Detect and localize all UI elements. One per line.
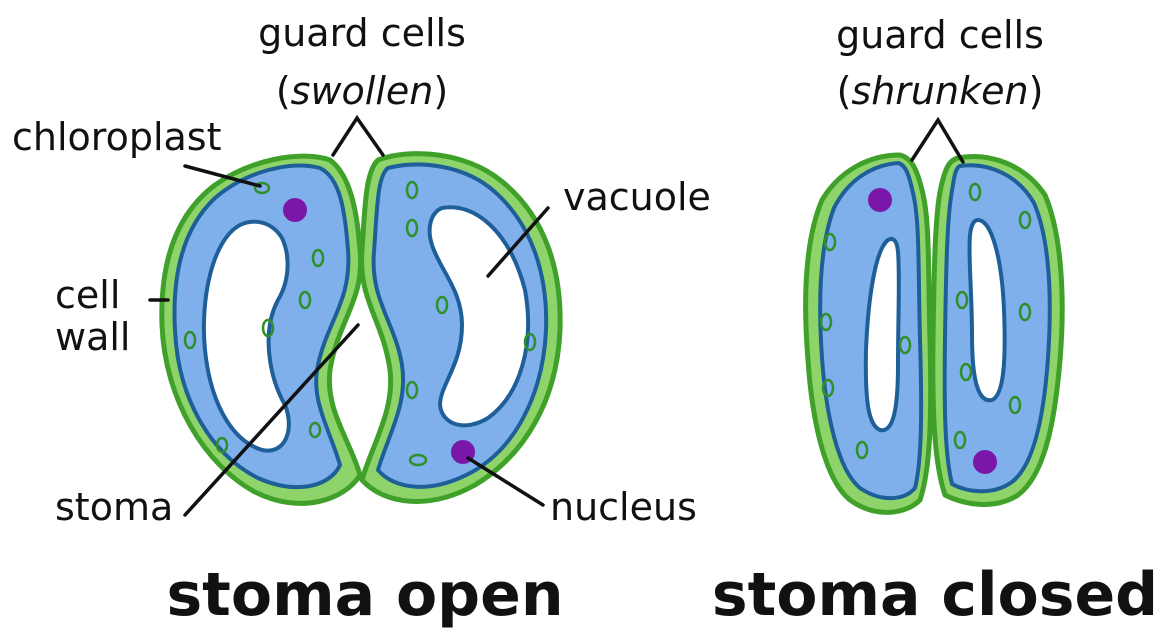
titles: stoma open stoma closed — [166, 560, 1158, 630]
open-right-guard-cell — [362, 154, 561, 502]
cell-label: cell — [55, 273, 120, 317]
stoma-closed-title: stoma closed — [712, 560, 1158, 630]
guard-cells-right-label: guard cells — [836, 13, 1044, 57]
shrunken-text: shrunken — [851, 69, 1028, 113]
swollen-text: swollen — [291, 69, 434, 113]
guard-cells-left-bracket — [333, 118, 383, 155]
stoma-open-title: stoma open — [166, 560, 563, 630]
nucleus-label: nucleus — [550, 485, 697, 529]
guard-cells-right-bracket — [912, 120, 963, 162]
vacuole-label: vacuole — [563, 175, 711, 219]
closed-left-guard-cell — [806, 155, 931, 512]
closed-left-nucleus — [868, 188, 892, 212]
closed-right-guard-cell — [933, 157, 1062, 505]
closed-right-nucleus — [973, 450, 997, 474]
stoma-label: stoma — [55, 485, 173, 529]
open-stoma-group — [162, 154, 560, 504]
chloroplast-label: chloroplast — [12, 115, 221, 159]
swollen-label: (swollen) — [276, 69, 448, 113]
shrunken-label: (shrunken) — [837, 69, 1044, 113]
open-left-nucleus — [283, 198, 307, 222]
open-left-guard-cell — [162, 156, 361, 503]
guard-cells-left-label: guard cells — [258, 11, 466, 55]
wall-label: wall — [55, 315, 130, 359]
closed-stoma-group — [806, 155, 1063, 512]
